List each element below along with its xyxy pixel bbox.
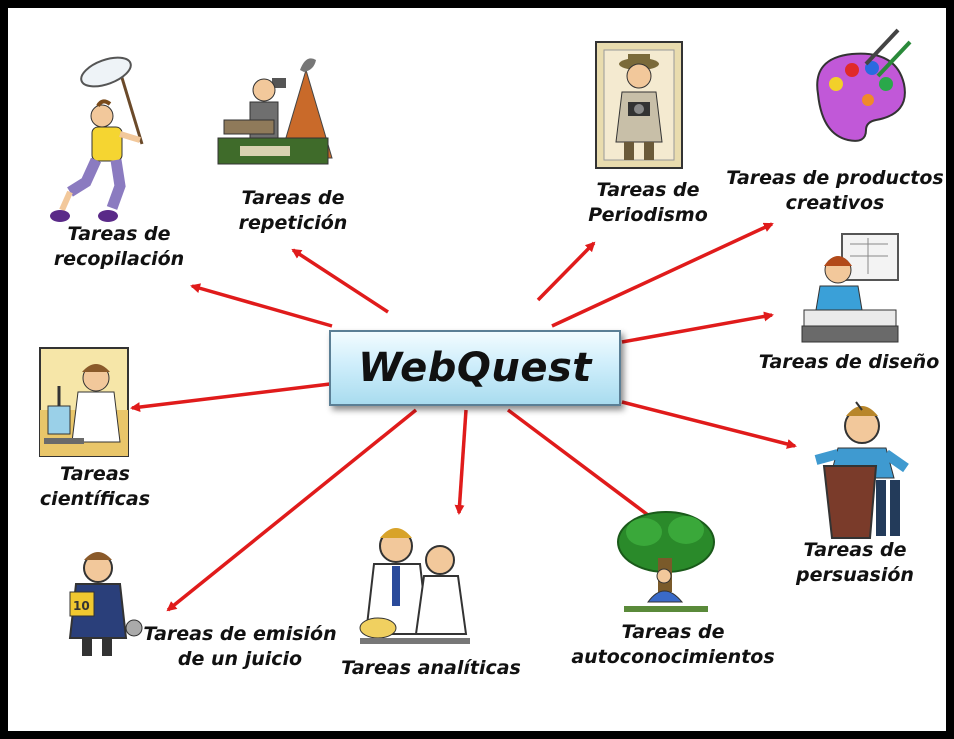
label-analiticas: Tareas analíticas <box>341 657 521 679</box>
arrow-periodismo <box>536 241 596 302</box>
judge-scorecard-icon: 10 <box>68 552 143 656</box>
paint-palette-icon <box>816 28 912 142</box>
arrow-recopilacion <box>190 283 333 328</box>
butterfly-net-runner-icon <box>50 56 144 222</box>
speaker-podium-icon <box>814 401 909 539</box>
reporter-camera-icon <box>595 41 683 169</box>
center-title: WebQuest <box>358 345 592 391</box>
arrow-autoconocimiento <box>506 408 662 526</box>
arrow-emision-juicio <box>166 408 418 612</box>
arrow-repeticion <box>291 248 389 314</box>
scientists-thinking-icon <box>359 528 470 644</box>
meditating-tree-icon <box>617 511 715 612</box>
arrow-analiticas <box>454 409 468 515</box>
drafting-table-icon <box>801 233 899 343</box>
lab-scientist-icon <box>39 347 129 457</box>
webquest-center-box: WebQuest <box>329 330 621 406</box>
label-diseno: Tareas de diseño <box>758 351 940 373</box>
svg-text:10: 10 <box>73 599 90 613</box>
arrow-persuasion <box>621 400 797 449</box>
arrow-diseno <box>621 311 774 344</box>
arrow-productos-creativos <box>551 222 774 328</box>
arrow-cientificas <box>130 382 331 413</box>
volcano-presenter-icon <box>217 58 333 165</box>
